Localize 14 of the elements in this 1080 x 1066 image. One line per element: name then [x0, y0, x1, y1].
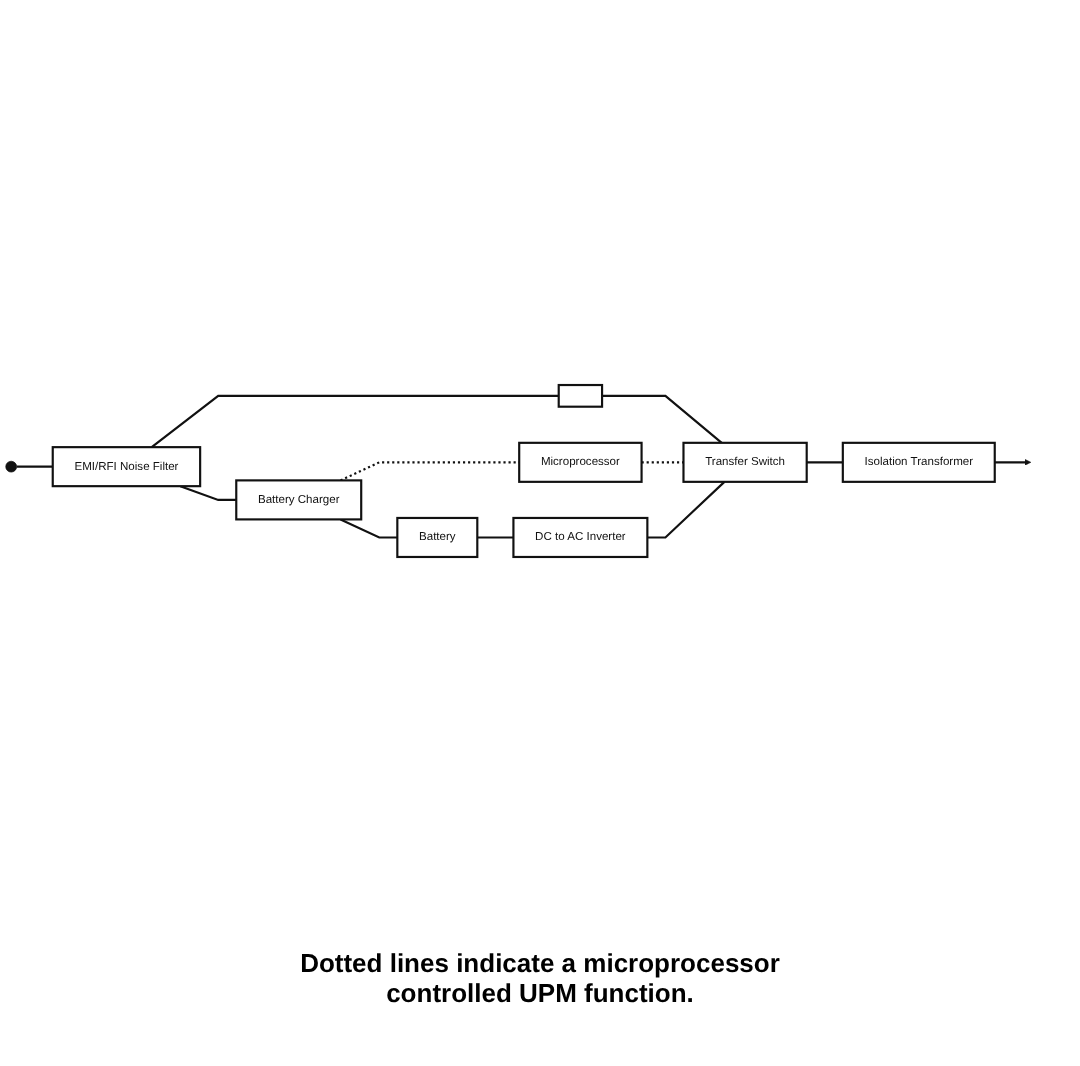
connector [477, 535, 514, 538]
arrow [994, 458, 1032, 465]
connector [647, 480, 726, 538]
connector [16, 464, 53, 467]
connector [340, 460, 520, 481]
connector [602, 393, 723, 443]
connector [179, 484, 237, 500]
node-box [557, 382, 604, 407]
caption: Dotted lines indicate a microprocessor controlled UPM function. [298, 948, 782, 1008]
connector [340, 517, 398, 538]
picture [5, 459, 17, 472]
connector [806, 460, 843, 463]
connector [151, 393, 559, 447]
connector [641, 460, 684, 463]
